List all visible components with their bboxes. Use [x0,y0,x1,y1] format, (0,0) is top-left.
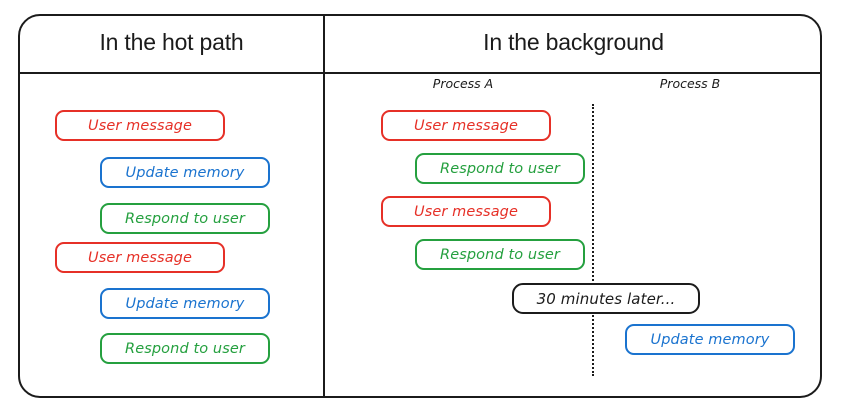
process-a-step-4-respond-to-user: Respond to user [415,239,585,270]
hot-path-step-4-user-message: User message [55,242,225,273]
hot-path-step-3-respond-to-user: Respond to user [100,203,270,234]
process-a-step-1-user-message: User message [381,110,551,141]
time-marker-30-minutes-later: 30 minutes later... [512,283,700,314]
hot-path-step-1-user-message: User message [55,110,225,141]
process-a-label: Process A [432,76,494,91]
hot-path-step-2-update-memory: Update memory [100,157,270,188]
process-a-step-2-respond-to-user: Respond to user [415,153,585,184]
panel-title-background: In the background [483,29,664,55]
process-b-step-1-update-memory: Update memory [625,324,795,355]
panel-divider [323,14,325,398]
process-separator [592,104,594,376]
hot-path-step-5-update-memory: Update memory [100,288,270,319]
process-b-label: Process B [659,76,721,91]
panel-title-hot-path: In the hot path [99,29,244,55]
hot-path-step-6-respond-to-user: Respond to user [100,333,270,364]
process-a-step-3-user-message: User message [381,196,551,227]
header-divider [18,72,822,74]
